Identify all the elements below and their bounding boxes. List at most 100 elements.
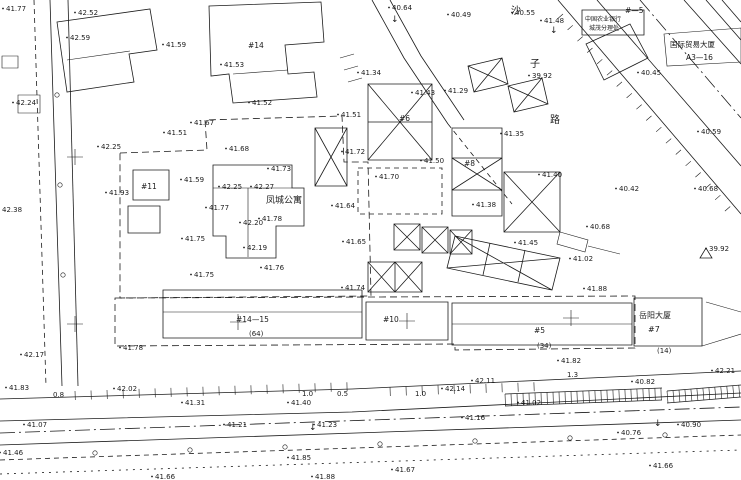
- spot-elevation: 42.11: [475, 377, 495, 385]
- flow-arrow-icon: ↓: [654, 419, 662, 429]
- spot-elevation: 42.38: [2, 206, 22, 214]
- bank-building: [585, 23, 649, 81]
- spot-height-dot: [631, 380, 633, 383]
- grid-cross-icon: [563, 310, 579, 326]
- bottom-road-lower-edge: [0, 392, 741, 422]
- spot-elevation: 41.82: [561, 357, 581, 365]
- spot-elevation: 41.51: [167, 129, 187, 137]
- spot-elevation: 42.24: [16, 99, 37, 107]
- spot-height-dot: [447, 13, 449, 16]
- spot-height-dot: [0, 451, 1, 454]
- spot-elevation: 41.77: [6, 5, 26, 13]
- building-id: #8: [464, 159, 475, 168]
- spot-height-dot: [311, 475, 313, 478]
- spot-elevation: 42.14: [445, 385, 466, 393]
- construction-x8b: [507, 77, 549, 113]
- spot-elevation: 40.68: [590, 223, 610, 231]
- spot-height-dot: [20, 353, 22, 356]
- spot-elevation: 40.64: [392, 4, 413, 12]
- spot-height-dot: [461, 416, 463, 419]
- spot-elevation: 41.02: [521, 399, 541, 407]
- spot-elevation: 41.23: [317, 421, 337, 429]
- spot-height-dot: [205, 206, 207, 209]
- spot-height-dot: [267, 167, 269, 170]
- construction-x5b: [421, 226, 449, 254]
- spot-height-dot: [287, 456, 289, 459]
- spot-elevation: 41.75: [185, 235, 205, 243]
- text-block: A3—16: [686, 53, 713, 62]
- spot-height-dot: [250, 185, 252, 188]
- spot-height-dot: [163, 131, 165, 134]
- spot-height-dot: [220, 63, 222, 66]
- spot-elevation: 41.34: [361, 69, 382, 77]
- spot-height-dot: [243, 246, 245, 249]
- spot-height-dot: [260, 266, 262, 269]
- spot-elevation: 41.85: [291, 454, 311, 462]
- spot-height-dot: [190, 273, 192, 276]
- construction-x1: [314, 127, 348, 187]
- spot-elevation: 41.88: [587, 285, 607, 293]
- building-11-b: [127, 205, 161, 234]
- spot-elevation: 41.73: [271, 165, 291, 173]
- annotation: 0.5: [337, 390, 348, 398]
- spot-elevation: 41.59: [166, 41, 186, 49]
- topright-parallel-1: [705, 0, 741, 41]
- building-estate-mid: [212, 164, 305, 259]
- spot-elevation: 39.92: [709, 245, 729, 253]
- bottom-road-centerline: [0, 406, 741, 434]
- spot-height-dot: [586, 225, 588, 228]
- spot-height-dot: [97, 145, 99, 148]
- spot-height-dot: [540, 19, 542, 22]
- trade-tower-box: [663, 27, 741, 67]
- spot-elevation: 41.78: [123, 344, 143, 352]
- spot-elevation: 41.35: [504, 130, 524, 138]
- spot-elevation: 41.45: [518, 239, 538, 247]
- spot-height-dot: [517, 401, 519, 404]
- spot-height-dot: [248, 101, 250, 104]
- annotation: 1.0: [302, 390, 313, 398]
- spot-height-dot: [12, 101, 14, 104]
- south-strip-parcel-boundary: [114, 295, 636, 351]
- spot-height-dot: [637, 71, 639, 74]
- grid-cross-icon: [230, 314, 246, 330]
- spot-elevation: 41.29: [448, 87, 468, 95]
- building-id: #11: [141, 182, 157, 191]
- spot-height-dot: [694, 187, 696, 190]
- symbols-layer: [54, 92, 713, 456]
- spot-height-dot: [74, 11, 76, 14]
- left-road-edge-2: [67, 0, 79, 387]
- spot-height-dot: [180, 178, 182, 181]
- spot-height-dot: [239, 221, 241, 224]
- spot-elevation: 40.45: [641, 69, 661, 77]
- spot-height-dot: [615, 187, 617, 190]
- spot-height-dot: [2, 7, 4, 10]
- spot-elevation: 41.88: [315, 473, 335, 480]
- spot-height-dot: [569, 257, 571, 260]
- spot-elevation: 41.78: [262, 215, 282, 223]
- spot-elevation: 42.20: [243, 219, 263, 227]
- spot-elevation: 42.02: [117, 385, 137, 393]
- spot-height-dot: [342, 240, 344, 243]
- hatch-ticks: [557, 13, 731, 212]
- spot-height-dot: [258, 217, 260, 220]
- spot-height-dot: [105, 191, 107, 194]
- spot-height-dot: [5, 386, 7, 389]
- annotation: 0.8: [53, 391, 64, 399]
- flow-arrow-icon: ↓: [550, 26, 558, 36]
- spot-height-dot: [23, 423, 25, 426]
- tick-hatch-layer: [74, 13, 740, 407]
- spot-elevation: 41.38: [476, 201, 496, 209]
- text-block: 岳阳大厦: [639, 310, 671, 320]
- spot-elevation: 41.46: [3, 449, 24, 457]
- annotation: (64): [249, 330, 264, 338]
- spot-elevation: 40.49: [451, 11, 471, 19]
- building-yueyang: [633, 297, 703, 347]
- spot-elevation: 41.43: [415, 89, 435, 97]
- annotation: 1.3: [567, 371, 578, 379]
- parcel-boundaries-layer: [114, 115, 636, 351]
- spot-height-dot: [331, 204, 333, 207]
- spot-elevation: 42.19: [247, 244, 267, 252]
- text-block: 凤城公寓: [266, 194, 302, 206]
- spot-elevation: 42.52: [78, 9, 98, 17]
